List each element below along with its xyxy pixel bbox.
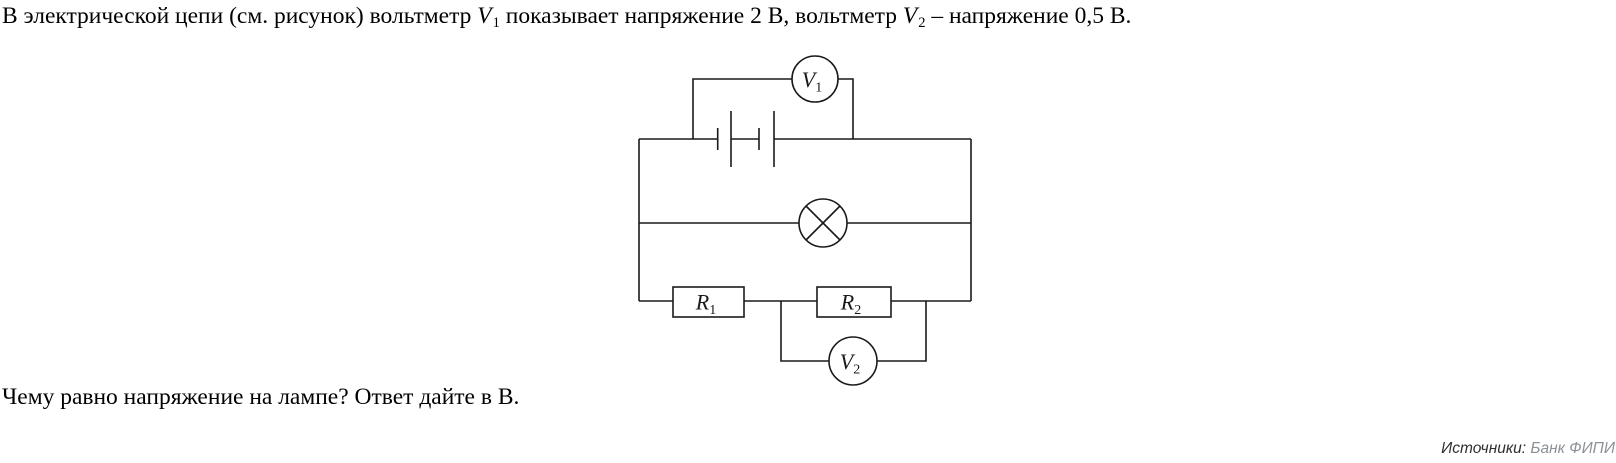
r2-label-subscript: 2	[854, 303, 861, 318]
source-link: Банк ФИПИ	[1530, 440, 1615, 457]
problem-statement: В электрической цепи (см. рисунок) вольт…	[2, 1, 1131, 39]
r1-box	[672, 286, 745, 318]
source-attribution: Источники: Банк ФИПИ	[1441, 439, 1615, 459]
v2-label-subscript: 2	[853, 363, 860, 378]
resistor-r1: R1	[672, 286, 745, 319]
v1-label: V1	[802, 67, 822, 96]
statement-text-3: – напряжение 0,5 В.	[925, 3, 1132, 29]
v1-label-subscript: 1	[815, 81, 822, 96]
r1-label-letter: R	[695, 290, 710, 315]
v1-symbol: V1	[477, 3, 500, 31]
resistor-r2: R2	[816, 286, 892, 319]
statement-text-1: В электрической цепи (см. рисунок) вольт…	[2, 3, 478, 29]
lamp-circle	[798, 198, 848, 248]
battery-icon	[716, 111, 775, 167]
v2-symbol-letter: V	[902, 3, 918, 29]
r1-label-subscript: 1	[709, 303, 716, 318]
statement-text-2: показывает напряжение 2 В, вольтметр	[499, 3, 903, 29]
v1-right-lead-wire	[838, 78, 854, 139]
v2-symbol-subscript: 2	[918, 15, 926, 31]
r2-box	[816, 286, 892, 318]
voltmeter-v1: V1	[692, 55, 854, 139]
r1-label: R1	[695, 290, 716, 319]
lamp-cross	[805, 205, 841, 241]
v2-label: V2	[840, 349, 860, 378]
source-label: Источники:	[1441, 440, 1527, 457]
v2-right-lead-wire	[877, 301, 927, 362]
lamp-icon	[798, 198, 848, 248]
v1-symbol-subscript: 1	[492, 15, 500, 31]
voltmeter-v2: V2	[780, 301, 927, 386]
circuit-wires	[638, 138, 972, 302]
v1-symbol-letter: V	[477, 3, 492, 29]
v2-symbol: V2	[902, 3, 926, 31]
v2-left-lead-wire	[780, 301, 829, 362]
v2-label-letter: V	[840, 349, 856, 374]
r2-label: R2	[840, 290, 861, 319]
v1-label-letter: V	[802, 67, 818, 92]
r2-label-letter: R	[840, 290, 855, 315]
v1-left-lead-wire	[692, 78, 792, 139]
question-text: Чему равно напряжение на лампе? Ответ да…	[2, 384, 520, 410]
